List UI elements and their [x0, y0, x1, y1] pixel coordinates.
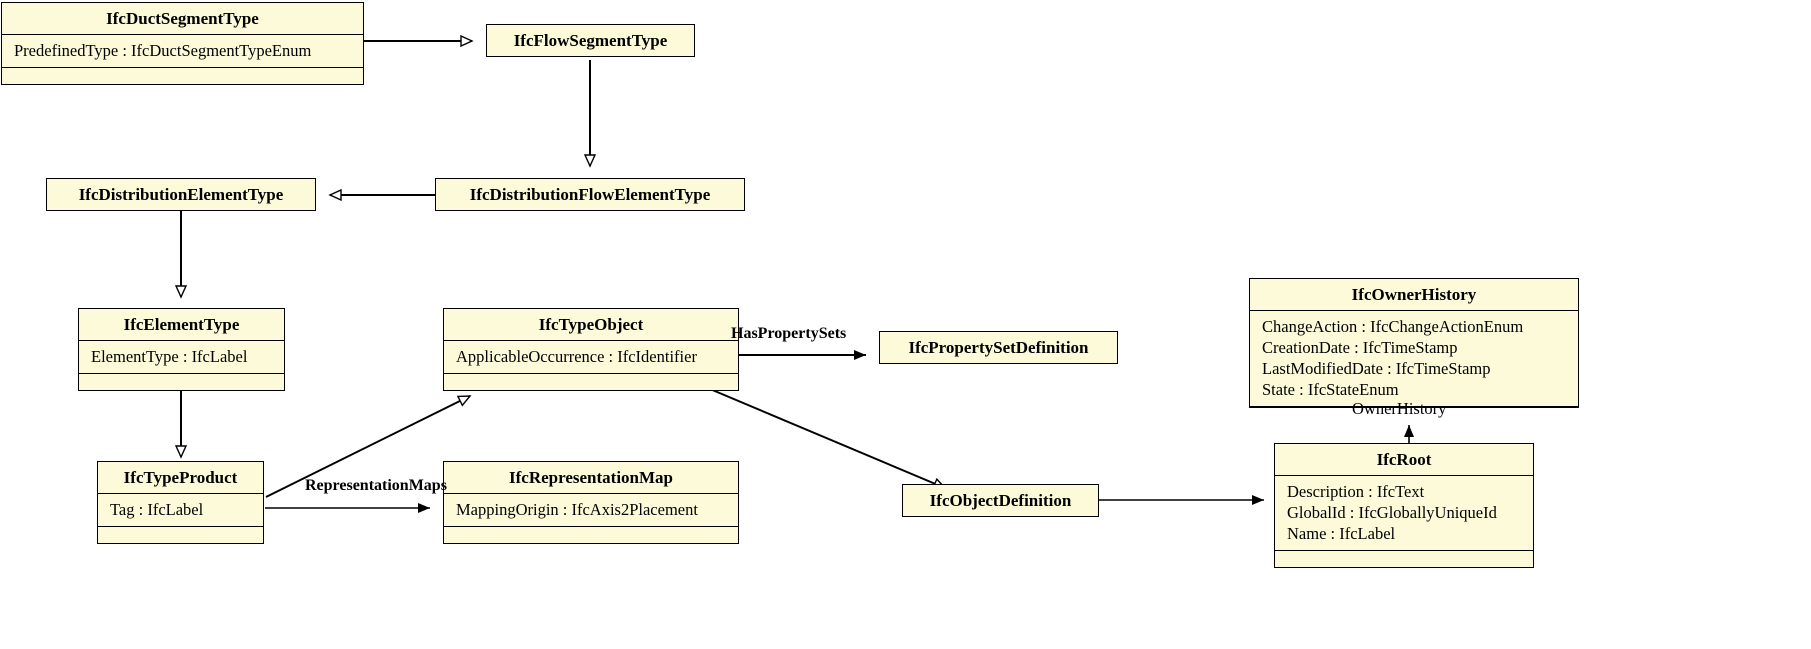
class-box-ifctypeproduct[interactable]: IfcTypeProduct Tag : IfcLabel — [97, 461, 264, 544]
attribute-row: MappingOrigin : IfcAxis2Placement — [456, 500, 698, 519]
class-box-ifcroot[interactable]: IfcRoot Description : IfcText GlobalId :… — [1274, 443, 1534, 568]
class-name: IfcDistributionElementType — [78, 185, 284, 204]
class-box-ifcflowsegmenttype[interactable]: IfcFlowSegmentType — [486, 24, 695, 57]
empty-compartment — [444, 527, 738, 543]
edge-label-haspropertysets: HasPropertySets — [731, 325, 847, 342]
attribute-row: Name : IfcLabel — [1287, 524, 1396, 543]
class-box-ifcelementtype[interactable]: IfcElementType ElementType : IfcLabel — [78, 308, 285, 391]
class-name: IfcTypeObject — [538, 315, 644, 334]
compartment-divider — [98, 526, 263, 527]
compartment-divider — [1275, 475, 1533, 476]
class-name: IfcDuctSegmentType — [106, 9, 259, 28]
compartment-divider — [444, 340, 738, 341]
compartment-divider — [444, 373, 738, 374]
compartment-divider — [79, 373, 284, 374]
compartment-divider — [1250, 406, 1578, 407]
class-box-ifcobjectdefinition[interactable]: IfcObjectDefinition — [902, 484, 1099, 517]
compartment-divider — [444, 493, 738, 494]
class-attributes: ApplicableOccurrence : IfcIdentifier — [444, 341, 738, 373]
class-name: IfcRoot — [1376, 450, 1432, 469]
compartment-divider — [2, 34, 363, 35]
class-box-ifcdistributionelementtype[interactable]: IfcDistributionElementType — [46, 178, 316, 211]
class-name: IfcDistributionFlowElementType — [469, 185, 711, 204]
class-name: IfcPropertySetDefinition — [908, 338, 1089, 357]
compartment-divider — [444, 526, 738, 527]
compartment-divider — [1275, 550, 1533, 551]
class-attributes: MappingOrigin : IfcAxis2Placement — [444, 494, 738, 526]
class-name: IfcRepresentationMap — [509, 468, 673, 487]
class-name: IfcOwnerHistory — [1351, 285, 1477, 304]
class-name: IfcFlowSegmentType — [513, 31, 668, 50]
empty-compartment — [79, 374, 284, 390]
edge-typeobject-to-objectdef — [709, 388, 945, 488]
compartment-divider — [79, 340, 284, 341]
class-box-ifctypeobject[interactable]: IfcTypeObject ApplicableOccurrence : Ifc… — [443, 308, 739, 391]
edge-label-representationmaps: RepresentationMaps — [305, 477, 447, 494]
class-name: IfcElementType — [123, 315, 240, 334]
class-name: IfcObjectDefinition — [929, 491, 1072, 510]
class-box-ifcownerhistory[interactable]: IfcOwnerHistory ChangeAction : IfcChange… — [1249, 278, 1579, 408]
class-attributes: Description : IfcText GlobalId : IfcGlob… — [1275, 476, 1533, 550]
class-box-ifcdistributionflowelementtype[interactable]: IfcDistributionFlowElementType — [435, 178, 745, 211]
class-box-ifcpropertysetdefinition[interactable]: IfcPropertySetDefinition — [879, 331, 1118, 364]
empty-compartment — [98, 527, 263, 543]
class-box-ifcductsegmenttype[interactable]: IfcDuctSegmentType PredefinedType : IfcD… — [1, 2, 364, 85]
class-box-ifcrepresentationmap[interactable]: IfcRepresentationMap MappingOrigin : Ifc… — [443, 461, 739, 544]
class-attributes: PredefinedType : IfcDuctSegmentTypeEnum — [2, 35, 363, 67]
attribute-row: ApplicableOccurrence : IfcIdentifier — [456, 347, 697, 366]
edge-label-ownerhistory: OwnerHistory — [1352, 399, 1447, 418]
empty-compartment — [444, 374, 738, 390]
attribute-row: ElementType : IfcLabel — [91, 347, 248, 366]
compartment-divider — [2, 67, 363, 68]
class-attributes: Tag : IfcLabel — [98, 494, 263, 526]
class-name: IfcTypeProduct — [123, 468, 238, 487]
attribute-row: PredefinedType : IfcDuctSegmentTypeEnum — [14, 41, 312, 60]
compartment-divider — [98, 493, 263, 494]
class-attributes: ElementType : IfcLabel — [79, 341, 284, 373]
attribute-row: CreationDate : IfcTimeStamp — [1262, 338, 1458, 357]
compartment-divider — [1250, 310, 1578, 311]
attribute-row: ChangeAction : IfcChangeActionEnum — [1262, 317, 1524, 336]
class-attributes: ChangeAction : IfcChangeActionEnum Creat… — [1250, 311, 1578, 406]
attribute-row: State : IfcStateEnum — [1262, 380, 1399, 399]
empty-compartment — [1275, 551, 1533, 567]
attribute-row: Description : IfcText — [1287, 482, 1425, 501]
empty-compartment — [2, 68, 363, 84]
attribute-row: GlobalId : IfcGloballyUniqueId — [1287, 503, 1497, 522]
attribute-row: LastModifiedDate : IfcTimeStamp — [1262, 359, 1491, 378]
attribute-row: Tag : IfcLabel — [110, 500, 204, 519]
